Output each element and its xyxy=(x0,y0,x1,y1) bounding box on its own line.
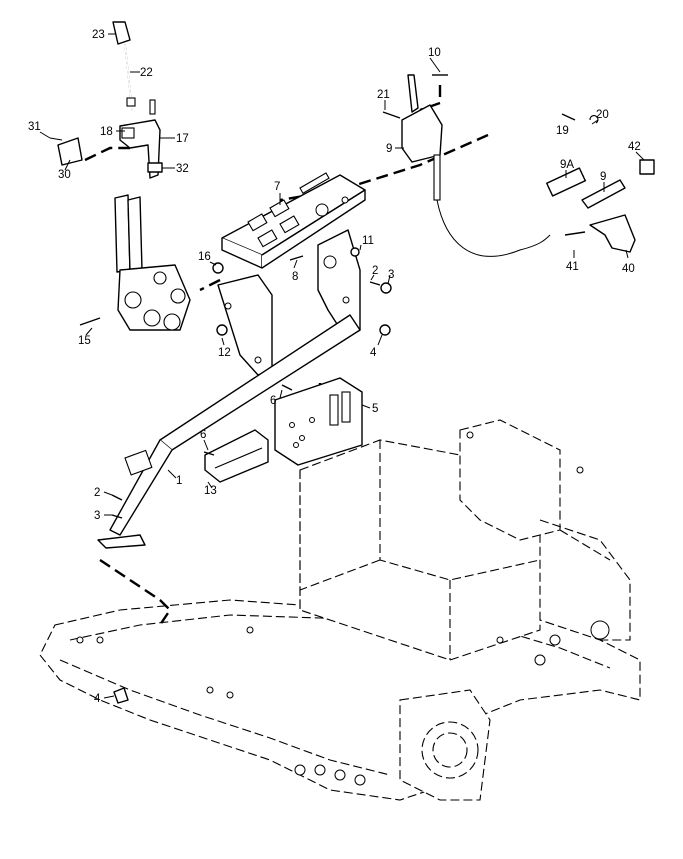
callout-9-housing: 9 xyxy=(386,143,392,155)
callout-16: 16 xyxy=(198,251,211,263)
tractor-frame-dashed xyxy=(39,419,641,801)
leader-lines xyxy=(39,33,645,699)
cable-end-part-9 xyxy=(581,179,626,209)
callout-12: 12 xyxy=(218,347,231,359)
callout-23: 23 xyxy=(92,29,105,41)
control-housing-part-9 xyxy=(382,74,551,257)
callout-17: 17 xyxy=(176,133,189,145)
bracket-part-40 xyxy=(564,214,636,253)
callout-4-lower: 4 xyxy=(94,693,101,705)
callout-4-upper: 4 xyxy=(370,347,377,359)
plate-part-5 xyxy=(274,377,363,466)
nut-part-42 xyxy=(639,159,655,175)
plate-part-32 xyxy=(147,162,163,173)
knob-part-23 xyxy=(112,21,131,45)
callout-3-lower: 3 xyxy=(94,510,100,522)
callout-42: 42 xyxy=(628,141,641,153)
callout-20: 20 xyxy=(596,109,609,121)
callout-15: 15 xyxy=(78,335,91,347)
hydraulic-valve-assembly xyxy=(79,194,191,331)
callout-7: 7 xyxy=(274,181,280,193)
fasteners xyxy=(111,247,392,704)
washer-part-16 xyxy=(212,262,224,274)
callout-13: 13 xyxy=(204,485,217,497)
callout-31: 31 xyxy=(28,121,41,133)
callout-6-upper: 6 xyxy=(270,395,276,407)
nut-part-4-lower xyxy=(113,687,129,704)
nut-part-12 xyxy=(216,324,228,336)
callout-9-cable-end: 9 xyxy=(600,171,606,183)
callout-2-lower: 2 xyxy=(94,487,100,499)
bracket-part-13 xyxy=(204,429,269,483)
callout-labels: 23 22 10 21 20 19 31 18 17 30 32 9 9A 9 … xyxy=(28,29,641,705)
left-bracket-plate xyxy=(217,274,273,376)
callout-32: 32 xyxy=(176,163,189,175)
pin-part-19 xyxy=(561,113,576,121)
callout-9a: 9A xyxy=(560,159,574,171)
callout-6-lower: 6 xyxy=(200,429,206,441)
callout-11: 11 xyxy=(362,235,374,247)
main-tube-part-1 xyxy=(97,314,361,549)
spring-part-9a xyxy=(546,167,587,197)
callout-21: 21 xyxy=(377,89,390,101)
callout-2-upper: 2 xyxy=(372,265,378,277)
callout-41: 41 xyxy=(566,261,579,273)
control-panel-part-7 xyxy=(221,172,366,269)
callout-5: 5 xyxy=(372,403,378,415)
callout-10: 10 xyxy=(428,47,441,59)
callout-18: 18 xyxy=(100,126,113,138)
callout-1: 1 xyxy=(176,475,182,487)
callout-3-upper: 3 xyxy=(388,269,394,281)
control-rod-part-22 xyxy=(124,43,136,111)
switch-part-30 xyxy=(49,137,83,166)
callout-8: 8 xyxy=(292,271,298,283)
callout-30: 30 xyxy=(58,169,71,181)
callout-40: 40 xyxy=(622,263,635,275)
callout-22: 22 xyxy=(140,67,153,79)
callout-19: 19 xyxy=(556,125,569,137)
